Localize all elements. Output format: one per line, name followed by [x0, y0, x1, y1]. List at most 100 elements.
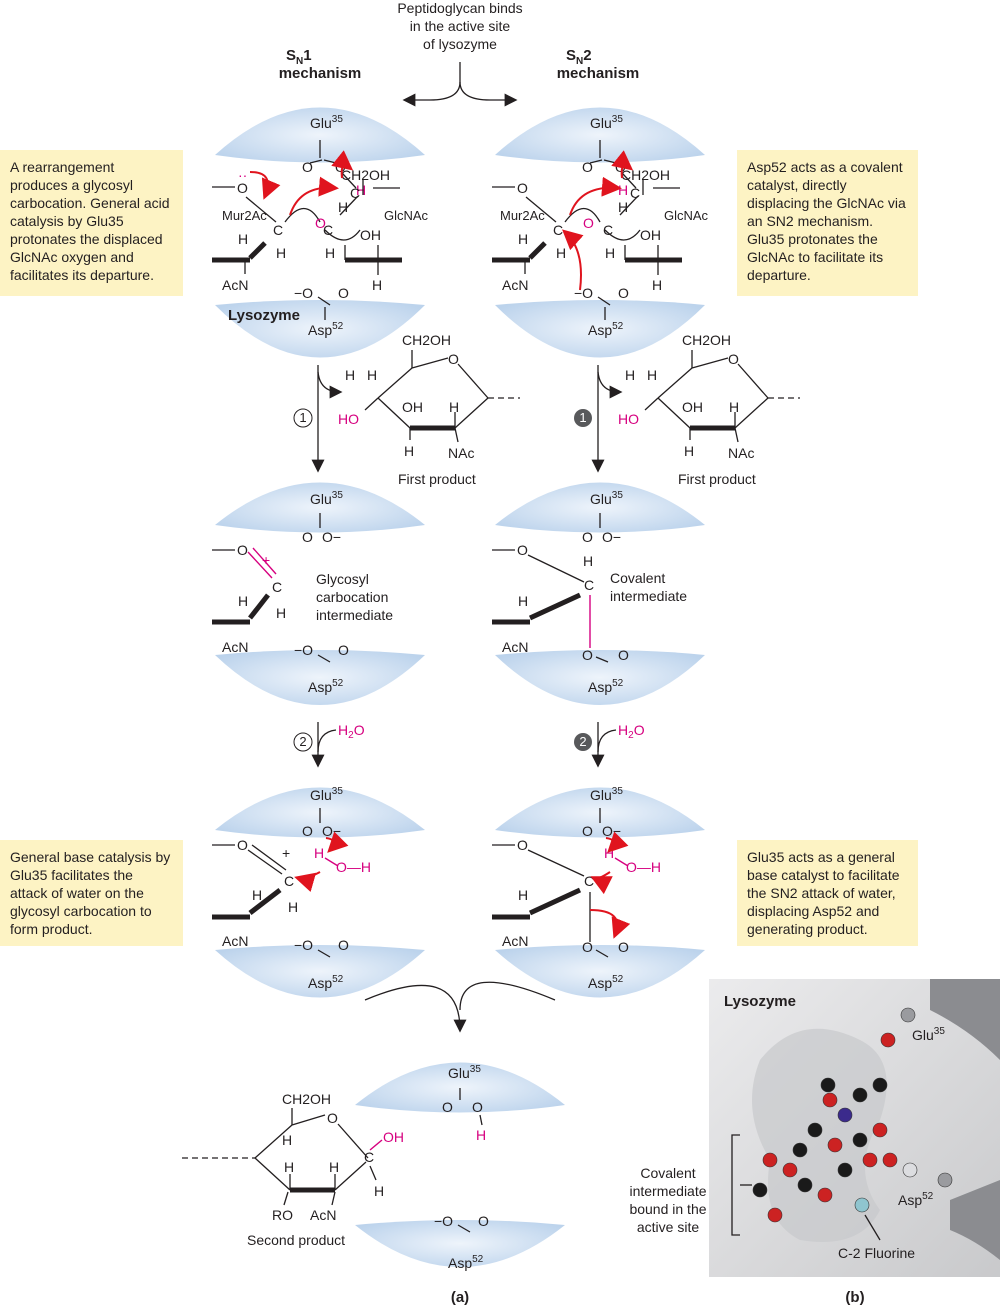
svg-text:C: C [630, 185, 640, 201]
atom-sphere [817, 1187, 833, 1203]
svg-text:H: H [288, 899, 298, 915]
svg-text:H2O: H2O [338, 722, 365, 741]
svg-text:Asp52: Asp52 [898, 1191, 934, 1208]
svg-text:−O: −O [294, 642, 313, 658]
sn2-substrate-complex: Glu35 O O H O Mur2Ac C H H AcN O C C CH2… [492, 114, 709, 338]
svg-text:OH: OH [383, 1129, 404, 1145]
svg-text:O: O [338, 642, 349, 658]
svg-text:O: O [478, 1213, 489, 1229]
svg-text:O: O [338, 937, 349, 953]
svg-text:H: H [404, 443, 414, 459]
svg-text:GlcNAc: GlcNAc [384, 208, 429, 223]
svg-text:mechanism: mechanism [557, 65, 640, 82]
svg-text:C: C [364, 1149, 374, 1165]
sn1-step2-arrow: H2O 2 [293, 722, 365, 768]
svg-text:O: O [327, 1110, 338, 1126]
note-sn1-step1: A rearrangement produces a glycosyl carb… [0, 150, 183, 296]
svg-text:H: H [604, 845, 614, 861]
svg-text:H: H [284, 1159, 294, 1175]
svg-text:intermediate: intermediate [316, 607, 393, 623]
svg-text:bound in the: bound in the [629, 1201, 706, 1217]
svg-text:H: H [345, 367, 355, 383]
atom-sphere [854, 1197, 870, 1213]
svg-text:O: O [618, 285, 629, 301]
svg-text:H: H [518, 231, 528, 247]
svg-text:Glu35: Glu35 [448, 1064, 481, 1081]
svg-text:−O: −O [294, 937, 313, 953]
svg-text:1: 1 [579, 410, 586, 425]
atom-sphere [837, 1107, 853, 1123]
svg-text:CH2OH: CH2OH [682, 332, 731, 348]
note-sn2-step2: Glu35 acts as a general base catalyst to… [737, 840, 918, 946]
atom-sphere [902, 1162, 918, 1178]
atom-sphere [792, 1142, 808, 1158]
svg-text:Covalent: Covalent [640, 1165, 695, 1181]
svg-text:H: H [325, 245, 335, 261]
atom-sphere [762, 1152, 778, 1168]
svg-text:AcN: AcN [502, 639, 528, 655]
sn2-water-attack: Glu35 O O− O C H AcN H O—H O O Asp52 [492, 786, 661, 991]
svg-text:O−: O− [602, 529, 621, 545]
svg-text:HO: HO [338, 411, 359, 427]
first-product-sn1: CH2OH O H H HO H OH H NAc First product [338, 332, 520, 487]
svg-text:H: H [625, 367, 635, 383]
svg-text:OH: OH [682, 399, 703, 415]
svg-text:SN1: SN1 [286, 47, 312, 67]
svg-text:O: O [618, 939, 629, 955]
svg-text:H: H [729, 399, 739, 415]
svg-text:2: 2 [299, 734, 306, 749]
svg-text:H: H [647, 367, 657, 383]
svg-text:NAc: NAc [728, 445, 754, 461]
svg-text:O: O [583, 215, 594, 231]
svg-text:H: H [372, 277, 382, 293]
svg-text:Asp52: Asp52 [308, 974, 344, 991]
svg-text:Asp52: Asp52 [588, 678, 624, 695]
svg-text:O: O [338, 285, 349, 301]
atom-sphere [767, 1207, 783, 1223]
svg-text:AcN: AcN [310, 1207, 336, 1223]
atom-sphere [937, 1172, 953, 1188]
note-sn2-step1: Asp52 acts as a covalent catalyst, direc… [737, 150, 918, 296]
svg-text:O: O [237, 180, 248, 196]
svg-text:Glu35: Glu35 [590, 786, 623, 803]
panel-b-label: (b) [845, 1289, 864, 1306]
svg-text:H: H [276, 245, 286, 261]
svg-text:C: C [553, 222, 563, 238]
sn1-header: SN1 mechanism [279, 47, 362, 82]
atom-sphere [807, 1122, 823, 1138]
svg-text:SN2: SN2 [566, 47, 592, 67]
svg-text:O−: O− [322, 529, 341, 545]
svg-text:H: H [618, 199, 628, 215]
svg-text:−O: −O [434, 1213, 453, 1229]
svg-text:Asp52: Asp52 [448, 1254, 484, 1271]
svg-text:First product: First product [678, 471, 756, 487]
second-product: CH2OH O C OH H H H H RO AcN Second produ… [182, 1091, 404, 1248]
svg-text:AcN: AcN [222, 933, 248, 949]
sn1-water-attack: Glu35 O O− O + C H H AcN H O—H −O O Asp5… [212, 786, 371, 991]
svg-text:O: O [448, 351, 459, 367]
svg-text:Glu35: Glu35 [310, 114, 343, 131]
svg-text:intermediate: intermediate [610, 588, 687, 604]
svg-text:O—H: O—H [336, 859, 371, 875]
atom-sphere [852, 1132, 868, 1148]
svg-text:O: O [517, 837, 528, 853]
svg-text:OH: OH [360, 227, 381, 243]
svg-text:Lysozyme: Lysozyme [724, 993, 796, 1010]
atom-sphere [837, 1162, 853, 1178]
svg-text:Glycosyl: Glycosyl [316, 571, 369, 587]
note-sn1-step2: General base catalysis by Glu35 facilita… [0, 840, 183, 946]
atom-sphere [872, 1122, 888, 1138]
svg-text:C: C [272, 579, 282, 595]
svg-text:H: H [252, 887, 262, 903]
svg-text:H: H [449, 399, 459, 415]
svg-text:Asp52: Asp52 [308, 678, 344, 695]
svg-text:O: O [582, 647, 593, 663]
svg-text:CH2OH: CH2OH [621, 167, 670, 183]
svg-text:C: C [273, 222, 283, 238]
panel-b-structure: Lysozyme Glu35 Asp52 C-2 Fluorine Covale… [629, 979, 1000, 1277]
svg-text:Second product: Second product [247, 1232, 345, 1248]
svg-text:Glu35: Glu35 [590, 114, 623, 131]
svg-text:O: O [237, 837, 248, 853]
sn2-header: SN2 mechanism [557, 47, 640, 82]
svg-text:2: 2 [579, 734, 586, 749]
